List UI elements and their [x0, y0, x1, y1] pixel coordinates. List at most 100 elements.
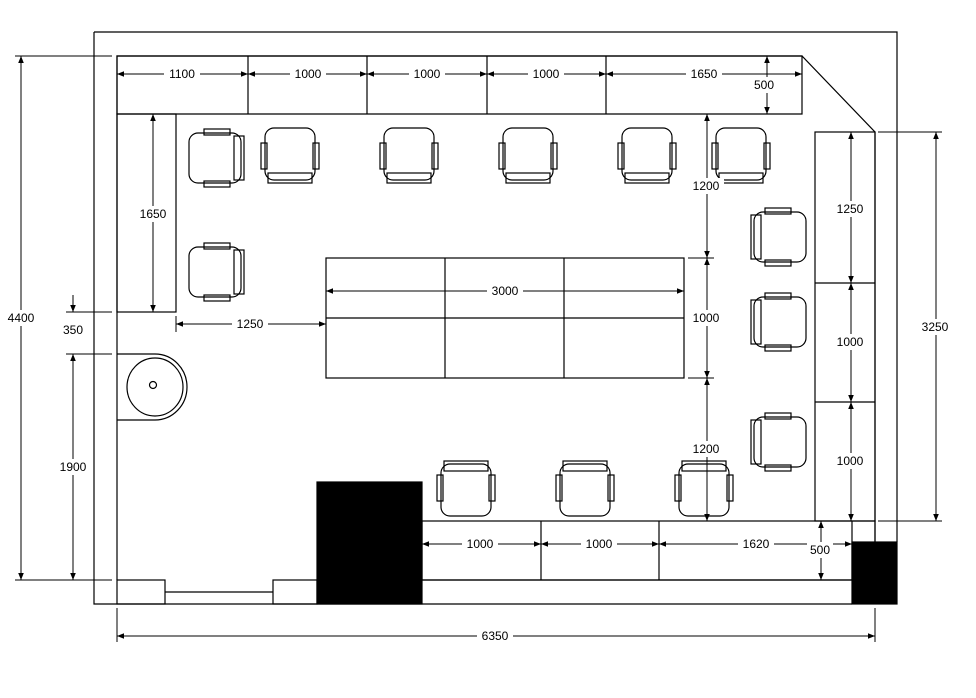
dim-label: 1000 [586, 537, 613, 551]
chair-armrest [763, 142, 771, 170]
chair-armrest [203, 128, 231, 136]
chair-seat [502, 127, 554, 181]
chair-seat [753, 416, 807, 468]
sink-drain [148, 380, 158, 390]
chair-armrest [203, 294, 231, 302]
chair-back [624, 172, 670, 184]
dim-label: 1200 [693, 442, 720, 456]
chair-armrest [764, 464, 792, 472]
chair-seat [715, 127, 767, 181]
chair-armrest [669, 142, 677, 170]
chair-icon [260, 127, 320, 184]
dim-label: 1620 [743, 537, 770, 551]
chair-armrest [203, 180, 231, 188]
dim-label: 4400 [8, 311, 35, 325]
dim-label: 1000 [693, 311, 720, 325]
chair-armrest [674, 474, 682, 502]
chair-icon [555, 460, 615, 517]
dim-label: 1200 [693, 179, 720, 193]
chair-seat [559, 463, 611, 517]
dim-label: 500 [754, 78, 774, 92]
chair-armrest [764, 344, 792, 352]
chair-armrest [555, 474, 563, 502]
meeting-table [325, 257, 685, 379]
dimension-labels: 1100 1000 1000 1000 1650 500 1650 1250 3… [3, 66, 953, 644]
chair-armrest [260, 142, 268, 170]
chair-back [233, 135, 245, 181]
chair-back [562, 460, 608, 472]
bottom-counter [421, 520, 876, 581]
chair-armrest [431, 142, 439, 170]
chair-armrest [764, 207, 792, 215]
dim-label: 500 [810, 543, 830, 557]
dim-label: 1000 [295, 67, 322, 81]
chair-icon [379, 127, 439, 184]
chair-armrest [617, 142, 625, 170]
chair-back [386, 172, 432, 184]
chair-icon [674, 460, 734, 517]
chair-seat [188, 132, 242, 184]
chair-back [750, 214, 762, 260]
chair-icon [498, 127, 558, 184]
dim-label: 1650 [691, 67, 718, 81]
dim-label: 1000 [837, 335, 864, 349]
chair-back [750, 299, 762, 345]
chair-icon [750, 412, 807, 472]
chair-icon [188, 128, 245, 188]
left-counter [116, 113, 177, 313]
chair-seat [383, 127, 435, 181]
dim-label: 1250 [237, 317, 264, 331]
chair-seat [678, 463, 730, 517]
chair-back [681, 460, 727, 472]
chair-armrest [607, 474, 615, 502]
chair-back [750, 419, 762, 465]
dim-label: 3250 [922, 320, 949, 334]
sink-counter [117, 353, 188, 421]
chair-icon [750, 207, 807, 267]
chair-back [443, 460, 489, 472]
chair-armrest [711, 142, 719, 170]
chair-icon [750, 292, 807, 352]
chair-armrest [312, 142, 320, 170]
chair-armrest [488, 474, 496, 502]
dim-label: 1000 [467, 537, 494, 551]
chair-seat [753, 211, 807, 263]
chair-armrest [550, 142, 558, 170]
chair-seat [621, 127, 673, 181]
chair-armrest [498, 142, 506, 170]
dimension-lines [15, 55, 942, 642]
chair-icon [711, 127, 771, 184]
sink [117, 353, 188, 421]
door-jamb-right [272, 579, 318, 605]
chair-seat [188, 246, 242, 298]
chair-armrest [764, 412, 792, 420]
chair-icon [617, 127, 677, 184]
chairs [188, 127, 807, 517]
chair-icon [188, 242, 245, 302]
dim-label: 1650 [140, 207, 167, 221]
chair-seat [753, 296, 807, 348]
top-counter-outline [116, 55, 803, 115]
top-counter [116, 55, 803, 115]
chair-armrest [436, 474, 444, 502]
chair-armrest [203, 242, 231, 250]
sink-basin [126, 357, 184, 417]
chair-back [505, 172, 551, 184]
dim-label: 350 [63, 323, 83, 337]
chair-armrest [379, 142, 387, 170]
chair-seat [264, 127, 316, 181]
chair-back [267, 172, 313, 184]
chair-icon [436, 460, 496, 517]
dim-label: 6350 [482, 629, 509, 643]
chair-back [233, 249, 245, 295]
dim-label: 1250 [837, 202, 864, 216]
chair-armrest [764, 292, 792, 300]
outer-wall-outline [93, 31, 898, 605]
dim-label: 1000 [837, 454, 864, 468]
dim-label: 1100 [169, 67, 195, 81]
chair-armrest [764, 259, 792, 267]
column-bottom-left [316, 481, 423, 605]
dim-label: 1900 [60, 460, 87, 474]
door-jamb-left [116, 579, 166, 605]
